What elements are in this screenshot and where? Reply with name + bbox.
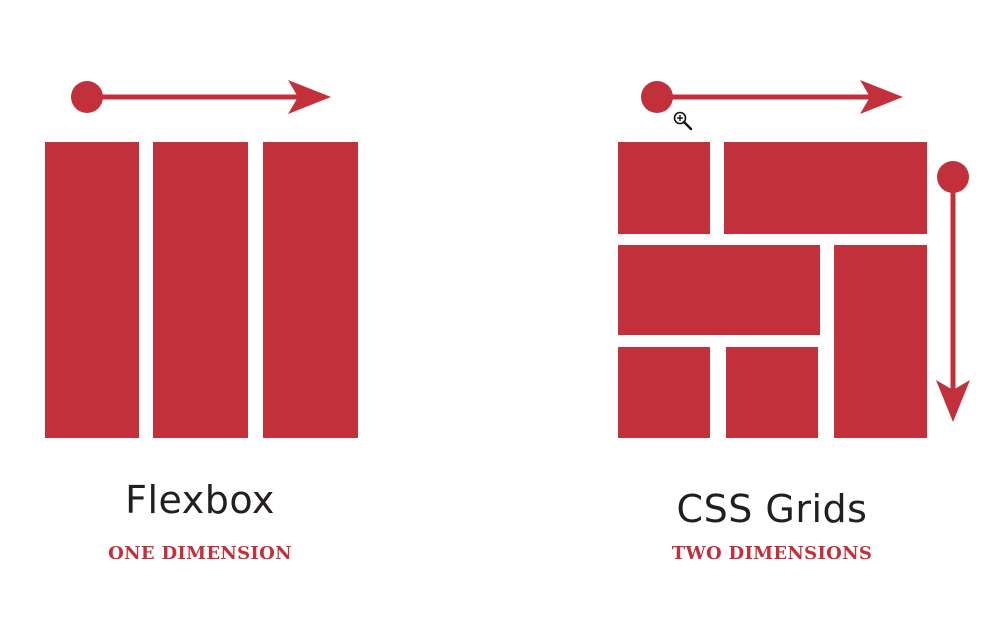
flexbox-title: Flexbox: [125, 478, 275, 522]
flex-item-1: [45, 142, 139, 438]
grid-cell-2: [724, 142, 927, 234]
zoom-in-cursor-icon: [673, 111, 693, 131]
grid-title: CSS Grids: [676, 487, 868, 531]
grid-cell-5: [618, 347, 710, 438]
grid-cell-4: [834, 245, 927, 438]
grid-vertical-arrow-icon: [936, 161, 970, 422]
flexbox-diagram: [45, 80, 358, 438]
flex-item-3: [263, 142, 358, 438]
grid-cell-3: [618, 245, 820, 335]
grid-subtitle: TWO DIMENSIONS: [671, 543, 873, 564]
flexbox-horizontal-arrow-icon: [71, 80, 331, 114]
flexbox-subtitle: ONE DIMENSION: [108, 543, 292, 564]
grid-cell-6: [726, 347, 818, 438]
flex-item-2: [153, 142, 248, 438]
grid-horizontal-arrow-icon: [641, 80, 903, 114]
grid-diagram: [618, 80, 970, 438]
grid-cell-1: [618, 142, 710, 234]
